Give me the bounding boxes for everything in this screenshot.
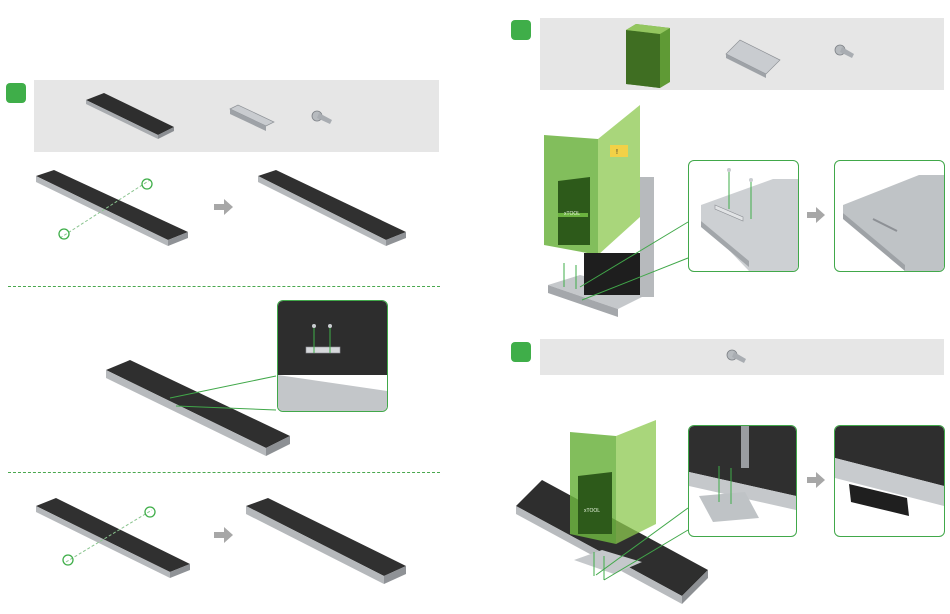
zoom-inset-step5-after	[834, 425, 945, 537]
arrow-right-icon	[807, 472, 825, 488]
